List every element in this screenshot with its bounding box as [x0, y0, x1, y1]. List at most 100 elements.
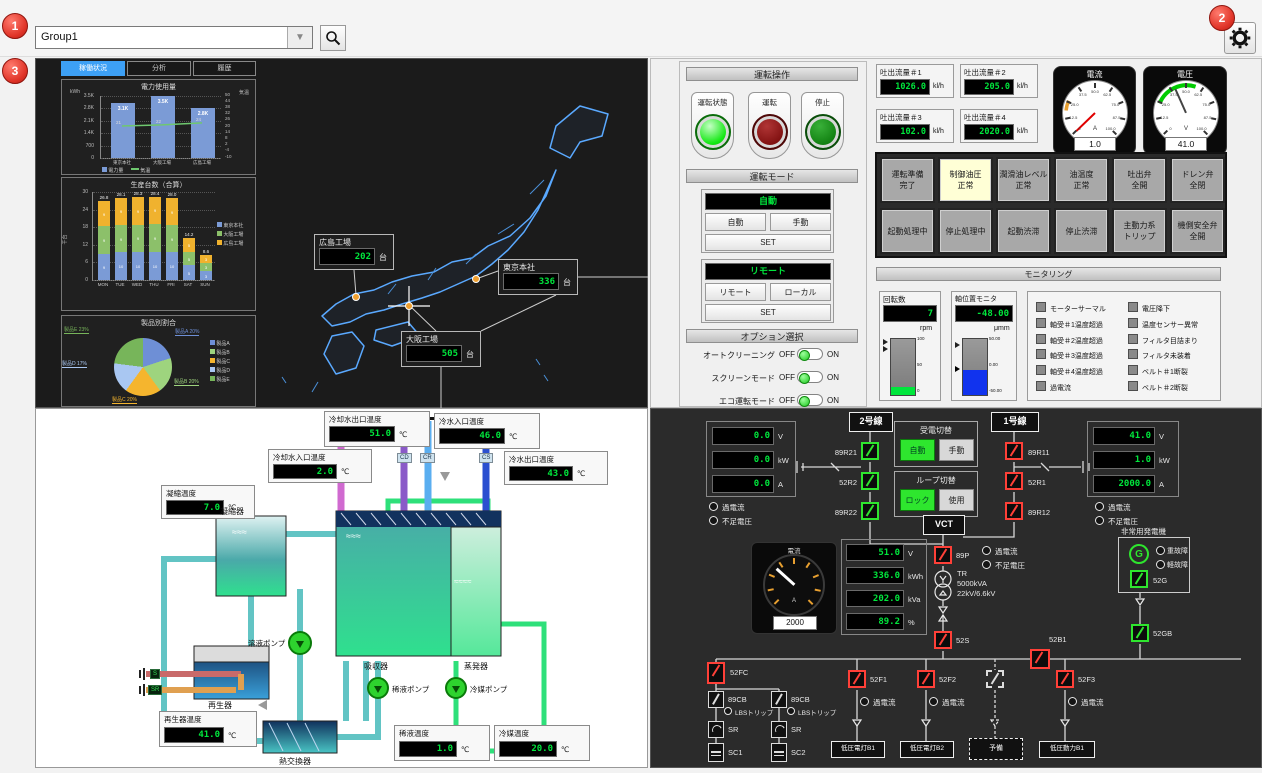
manual-button[interactable]: 手動	[770, 213, 831, 231]
lock-switch-button[interactable]: ロック	[900, 489, 935, 511]
line2-title-box: 2号線	[849, 412, 893, 432]
vessel-label-heat-exchanger: 熱交換器	[279, 756, 311, 767]
set-button[interactable]: SET	[705, 304, 831, 321]
option-header: オプション選択	[686, 329, 858, 343]
screen-mode-toggle[interactable]	[797, 371, 823, 383]
gauge-value: 1.0	[1074, 137, 1116, 151]
breaker-52F1[interactable]	[848, 670, 866, 688]
list-item[interactable]: フィルタ目詰まり	[1128, 334, 1198, 350]
breaker-52G[interactable]	[1130, 570, 1148, 588]
breaker-52S[interactable]	[934, 631, 952, 649]
overcurrent-indicator	[860, 697, 869, 706]
list-item[interactable]: 過電流	[1036, 381, 1106, 397]
run-status-lamp: 運転状態	[691, 92, 734, 159]
breaker-52F2[interactable]	[917, 670, 935, 688]
breaker-52B1[interactable]	[1030, 649, 1050, 669]
temp-box-dilute: 稀液温度 1.0 ℃	[394, 725, 490, 761]
breaker-52FC[interactable]	[707, 662, 725, 684]
breaker-52GB[interactable]	[1131, 624, 1149, 642]
list-item[interactable]: フィルタ未装着	[1128, 349, 1198, 365]
use-switch-button[interactable]: 使用	[939, 489, 974, 511]
lbs-trip-indicator	[787, 707, 795, 715]
manual-switch-button[interactable]: 手動	[939, 439, 974, 461]
flow-unit: kl/h	[933, 128, 944, 135]
mode-display: リモート	[705, 263, 831, 280]
alarm-panel: モーターサーマル軸受＃1温度超過軸受＃2温度超過軸受＃3温度超過軸受＃4温度超過…	[1027, 291, 1221, 401]
flow-box-2: 吐出流量＃2 205.0 kl/h	[960, 64, 1038, 98]
gauge-title: 電流	[1054, 69, 1135, 80]
list-item[interactable]: 温度センサー異常	[1128, 318, 1198, 334]
site-value: 336	[503, 273, 559, 290]
list-item[interactable]: 軸受＃2温度超過	[1036, 334, 1106, 350]
local-button[interactable]: ローカル	[770, 283, 831, 301]
chart-item: 100.0	[1103, 126, 1119, 131]
electrical-panel: 2号線 0.0 V 0.0 kW 0.0 A 過電流 不足電圧 89R21 52…	[650, 408, 1262, 768]
flow-label: 吐出流量＃3	[880, 112, 922, 123]
status-grid: 運転準備完了 制御油圧正常 潤滑油レベル正常 油温度正常 吐出弁全開 ドレン弁全…	[875, 152, 1227, 258]
search-icon	[325, 30, 341, 46]
site-box-tokyo: 東京本社 336 台	[498, 259, 578, 295]
set-button[interactable]: SET	[705, 234, 831, 251]
alarm-list-left[interactable]: モーターサーマル軸受＃1温度超過軸受＃2温度超過軸受＃3温度超過軸受＃4温度超過…	[1036, 302, 1106, 397]
capacitor-label: SC2	[791, 748, 806, 757]
combobox-dropdown-button[interactable]: ▼	[287, 27, 312, 48]
breaker-spare[interactable]	[986, 670, 1004, 688]
breaker-89P[interactable]	[934, 546, 952, 564]
eco-mode-toggle[interactable]	[797, 394, 823, 406]
list-item[interactable]: 軸受＃4温度超過	[1036, 365, 1106, 381]
auto-button[interactable]: 自動	[705, 213, 766, 231]
status-tile: 吐出弁全開	[1112, 157, 1167, 203]
vct-box: VCT	[923, 515, 965, 535]
search-button[interactable]	[320, 25, 346, 51]
auto-cleaning-toggle[interactable]	[797, 348, 823, 360]
breaker-89R21[interactable]	[861, 442, 879, 460]
breaker-89R11[interactable]	[1005, 442, 1023, 460]
rpm-marker-icon	[883, 346, 888, 352]
transformer-name: TR	[957, 569, 967, 578]
temp-label: 冷水入口温度	[439, 416, 484, 427]
indicator-label: 過電流	[995, 546, 1018, 557]
indicator-label: 重故障	[1167, 546, 1188, 556]
temp-value: 51.0	[329, 426, 395, 442]
switch-label: 89CB	[791, 695, 810, 704]
list-item[interactable]: 軸受＃3温度超過	[1036, 349, 1106, 365]
switch-89CB-2[interactable]	[771, 691, 787, 708]
vessel-label-condenser: 凝縮器	[220, 506, 244, 517]
overcurrent-indicator	[1095, 502, 1104, 511]
chart-item: 62.5	[1190, 92, 1206, 97]
chiller-panel: ≈≈≈ ≈≈≈ ≈≈≈≈ CDR CD CR CS S SR 冷却水出口温度 5…	[35, 408, 648, 768]
breaker-52R2[interactable]	[861, 472, 879, 490]
list-item[interactable]: ベルト＃1断裂	[1128, 365, 1198, 381]
group-combobox[interactable]: Group1 ▼	[35, 26, 313, 49]
breaker-label: 52F3	[1078, 675, 1095, 684]
breaker-89R12[interactable]	[1005, 502, 1023, 520]
list-item[interactable]: 電圧降下	[1128, 302, 1198, 318]
chart-item	[814, 588, 820, 591]
breaker-label: 89R12	[1028, 508, 1050, 517]
shaft-unit: μmm	[994, 325, 1010, 332]
metric-value: 0.0	[712, 451, 774, 469]
temp-label: 冷水出口温度	[509, 454, 554, 465]
center-metrics: 51.0 V 336.0 kWh 202.0 kVa 89.2 %	[841, 539, 927, 635]
annotation-badge-2: 2	[1209, 5, 1235, 31]
run-button[interactable]: 運転	[748, 92, 791, 159]
list-item[interactable]: モーターサーマル	[1036, 302, 1106, 318]
remote-button[interactable]: リモート	[705, 283, 766, 301]
shaft-bar-gauge	[962, 338, 988, 396]
alarm-list-right[interactable]: 電圧降下温度センサー異常フィルタ目詰まりフィルタ未装着ベルト＃1断裂ベルト＃2断…	[1128, 302, 1198, 397]
list-item[interactable]: 軸受＃1温度超過	[1036, 318, 1106, 334]
breaker-52F3[interactable]	[1056, 670, 1074, 688]
scale-top: 100	[917, 336, 925, 341]
site-box-osaka: 大阪工場 505 台	[401, 331, 481, 367]
list-item[interactable]: ベルト＃2断裂	[1128, 381, 1198, 397]
stop-button[interactable]: 停止	[801, 92, 844, 159]
flow-label: 吐出流量＃1	[880, 67, 922, 78]
lamp-label: 運転	[749, 97, 790, 108]
breaker-89R22[interactable]	[861, 502, 879, 520]
group-combobox-value: Group1	[41, 31, 78, 43]
flow-box-4: 吐出流量＃4 2020.0 kl/h	[960, 109, 1038, 143]
group-title: 受電切替	[895, 425, 977, 436]
auto-switch-button[interactable]: 自動	[900, 439, 935, 461]
breaker-52R1[interactable]	[1005, 472, 1023, 490]
switch-89CB[interactable]	[708, 691, 724, 708]
